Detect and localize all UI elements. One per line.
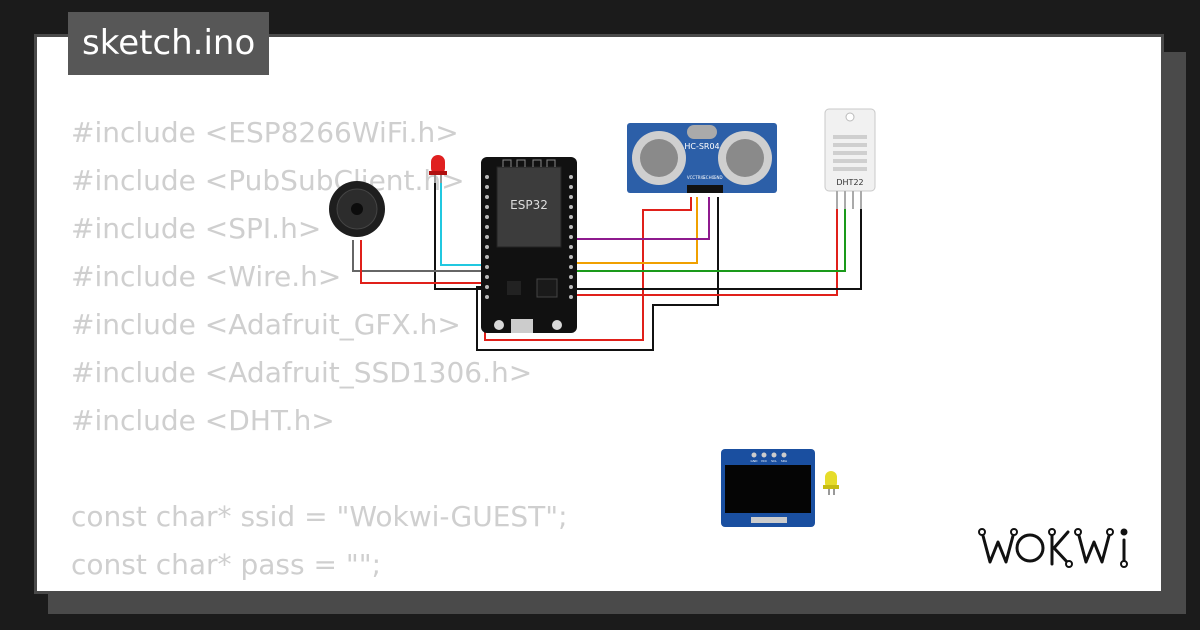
wire-led-ground — [434, 177, 487, 290]
dht22-sensor: DHT22 — [824, 108, 876, 209]
ultrasonic-label: HC-SR04 — [684, 142, 719, 151]
pin-label-vcc: VCC — [687, 175, 696, 180]
oled-pin-gnd: GND — [751, 459, 759, 463]
wokwi-logo — [978, 528, 1128, 568]
code-line: #include <SPI.h> — [71, 212, 322, 245]
code-line: #include <DHT.h> — [71, 404, 335, 437]
wire-sonar-gnd — [476, 197, 719, 351]
wire-led-signal — [440, 177, 487, 266]
wire-dht-data — [571, 207, 846, 272]
buzzer — [329, 181, 385, 237]
oled-pin-vcc: VCC — [761, 459, 767, 463]
code-listing: #include <ESP8266WiFi.h> #include <PubSu… — [71, 109, 568, 589]
circuit-diagram: ESP32 — [329, 108, 876, 527]
wires — [352, 177, 862, 351]
code-line: #include <Adafruit_SSD1306.h> — [71, 356, 533, 389]
yellow-led — [823, 471, 839, 495]
code-line: #include <Wire.h> — [71, 260, 342, 293]
wire-sonar-trig — [571, 197, 698, 264]
code-line: #include <Adafruit_GFX.h> — [71, 308, 461, 341]
preview-card: #include <ESP8266WiFi.h> #include <PubSu… — [34, 34, 1164, 594]
code-line: const char* ssid = "Wokwi-GUEST"; — [71, 500, 568, 533]
file-tab-sketch[interactable]: sketch.ino — [68, 12, 270, 75]
oled-display: GND VCC SCL SDA — [721, 449, 815, 527]
dht-label: DHT22 — [836, 178, 863, 187]
pin-label-echo: ECHO — [703, 175, 714, 180]
code-line: #include <ESP8266WiFi.h> — [71, 116, 459, 149]
code-line: #include <PubSubClient.h> — [71, 164, 465, 197]
pin-label-trig: TRIG — [694, 175, 705, 180]
oled-pin-scl: SCL — [771, 459, 777, 463]
wire-sonar-echo — [571, 197, 710, 240]
code-line: const char* pass = ""; — [71, 548, 382, 581]
wire-dht-vcc — [487, 207, 838, 296]
wire-dht-gnd — [571, 207, 862, 290]
pin-label-gnd: GND — [713, 175, 722, 180]
oled-pin-sda: SDA — [781, 459, 788, 463]
ultrasonic-sensor: HC-SR04 VCC TRIG ECHO GND — [627, 123, 777, 193]
esp32-label: ESP32 — [510, 198, 548, 212]
wire-buzzer-red — [360, 240, 487, 284]
red-led — [429, 155, 447, 183]
esp32-board: ESP32 — [481, 157, 577, 333]
wire-buzzer-gray — [352, 240, 487, 272]
